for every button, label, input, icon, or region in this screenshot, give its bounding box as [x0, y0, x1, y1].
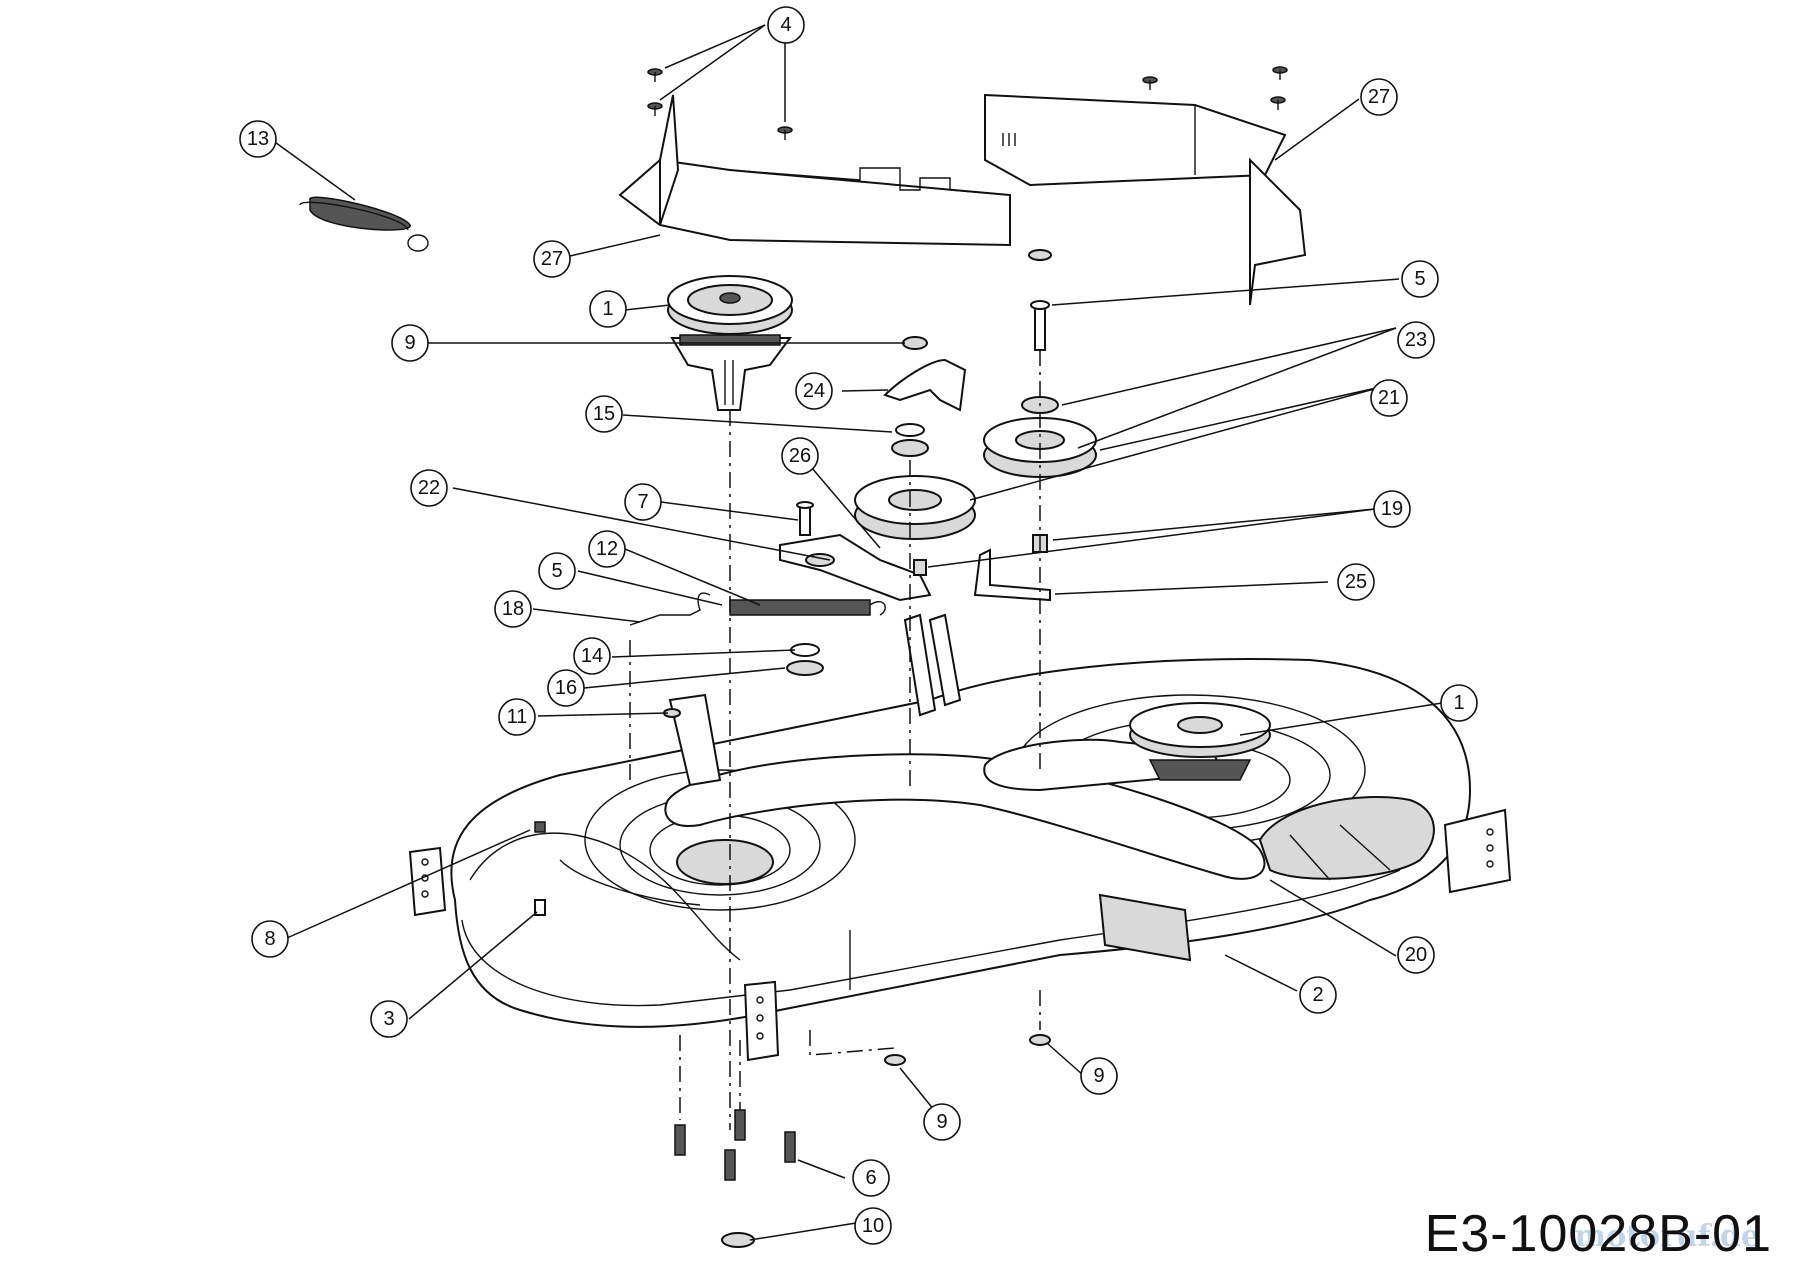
- svg-text:27: 27: [1368, 86, 1390, 108]
- callout-21[interactable]: 21: [1370, 379, 1408, 417]
- idler-arm-22: [779, 533, 932, 602]
- svg-text:9: 9: [404, 332, 415, 354]
- svg-text:12: 12: [596, 538, 618, 560]
- deck-housing: [408, 658, 1512, 1062]
- watermark-logo: motoruf.de: [1574, 1219, 1760, 1254]
- callout-3[interactable]: 3: [370, 1000, 408, 1038]
- washer-14-16: [786, 643, 824, 676]
- callout-15[interactable]: 15: [585, 395, 623, 433]
- svg-text:16: 16: [555, 677, 577, 699]
- svg-text:22: 22: [418, 477, 440, 499]
- callout-9-top[interactable]: 9: [391, 324, 429, 362]
- deck-pulley-right: [1129, 702, 1271, 781]
- svg-text:2: 2: [1312, 984, 1323, 1006]
- svg-text:4: 4: [780, 14, 791, 36]
- callout-19[interactable]: 19: [1373, 490, 1411, 528]
- svg-text:13: 13: [247, 128, 269, 150]
- callout-16[interactable]: 16: [547, 669, 585, 707]
- svg-text:6: 6: [865, 1167, 876, 1189]
- bolt-5: [1030, 300, 1050, 351]
- callout-9-mid[interactable]: 9: [923, 1103, 961, 1141]
- svg-text:7: 7: [637, 491, 648, 513]
- svg-text:20: 20: [1405, 944, 1427, 966]
- callout-22[interactable]: 22: [410, 469, 448, 507]
- callout-10[interactable]: 10: [854, 1207, 892, 1245]
- leader-lines: [271, 24, 1443, 1241]
- callout-5-mid[interactable]: 5: [538, 552, 576, 590]
- callout-8[interactable]: 8: [251, 920, 289, 958]
- callout-4[interactable]: 4: [767, 6, 805, 44]
- svg-text:10: 10: [862, 1215, 884, 1237]
- svg-text:1: 1: [1453, 692, 1464, 714]
- blade-pulley: [667, 275, 793, 335]
- callout-20[interactable]: 20: [1397, 936, 1435, 974]
- spindle-housing: [670, 334, 792, 411]
- callout-1-deck[interactable]: 1: [1440, 684, 1478, 722]
- screw-4: [647, 66, 1288, 261]
- idler-pulley-left: [854, 475, 976, 540]
- bracket-24: [883, 358, 967, 412]
- drawing-number: E3-10028B-01: [1424, 1205, 1772, 1263]
- belt-guard-left: [618, 94, 1011, 247]
- callout-24[interactable]: 24: [795, 372, 833, 410]
- bracket-25: [973, 548, 1051, 602]
- svg-text:21: 21: [1378, 387, 1400, 409]
- callout-7[interactable]: 7: [624, 483, 662, 521]
- svg-text:24: 24: [803, 380, 825, 402]
- svg-text:25: 25: [1345, 571, 1367, 593]
- callout-23[interactable]: 23: [1397, 321, 1435, 359]
- callout-5-top[interactable]: 5: [1401, 260, 1439, 298]
- stud-arm-left: [903, 613, 962, 717]
- callout-13[interactable]: 13: [239, 120, 277, 158]
- callout-6[interactable]: 6: [852, 1159, 890, 1197]
- bearing-15: [891, 423, 929, 457]
- callout-14[interactable]: 14: [573, 637, 611, 675]
- svg-text:18: 18: [502, 598, 524, 620]
- svg-text:11: 11: [507, 706, 528, 728]
- nuts-lower: [721, 1034, 1051, 1248]
- svg-text:27: 27: [541, 248, 563, 270]
- callout-9-right[interactable]: 9: [1080, 1057, 1118, 1095]
- tension-spring-large: [299, 196, 429, 252]
- callout-12[interactable]: 12: [588, 530, 626, 568]
- callout-1-top[interactable]: 1: [589, 290, 627, 328]
- callout-25[interactable]: 25: [1337, 563, 1375, 601]
- callout-27-right[interactable]: 27: [1360, 78, 1398, 116]
- svg-text:3: 3: [383, 1008, 394, 1030]
- svg-text:15: 15: [593, 403, 615, 425]
- belt-guard-right: [984, 93, 1307, 306]
- callout-18[interactable]: 18: [494, 590, 532, 628]
- svg-text:19: 19: [1381, 498, 1403, 520]
- bolts-6: [534, 821, 796, 1181]
- nut-9-upper: [902, 336, 928, 350]
- svg-text:9: 9: [936, 1111, 947, 1133]
- svg-text:8: 8: [264, 928, 275, 950]
- svg-text:5: 5: [1414, 268, 1425, 290]
- spring-hook-18: [629, 592, 711, 626]
- svg-text:23: 23: [1405, 329, 1427, 351]
- callout-2[interactable]: 2: [1299, 976, 1337, 1014]
- bolt-7: [796, 501, 814, 536]
- svg-text:9: 9: [1093, 1065, 1104, 1087]
- callout-27-left[interactable]: 27: [533, 240, 571, 278]
- callout-26[interactable]: 26: [781, 437, 819, 475]
- assembly-centerlines: [629, 350, 1041, 1130]
- callout-11[interactable]: 11: [498, 698, 536, 736]
- svg-text:14: 14: [581, 645, 603, 667]
- svg-text:5: 5: [551, 560, 562, 582]
- callout-bubbles: 4 13 27 27 1 9 5 23 24 21 15 26 22 7 19 …: [239, 6, 1478, 1245]
- svg-text:1: 1: [602, 298, 613, 320]
- svg-text:26: 26: [789, 445, 811, 467]
